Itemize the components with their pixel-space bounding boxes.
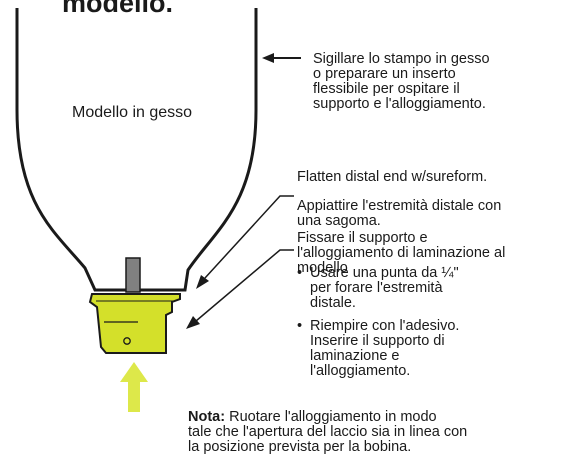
leader-arrowhead-distal <box>196 275 209 289</box>
arrow-left-icon <box>262 53 274 63</box>
diagram-title: modello. <box>62 0 174 18</box>
leader-line-distal <box>204 195 294 279</box>
note-body: Ruotare l'alloggiamento in modo tale che… <box>188 409 468 455</box>
fix-steps-list: Usare una punta da ¼" per forare l'estre… <box>296 266 459 387</box>
flatten-instruction-en: Flatten distal end w/sureform. <box>297 169 488 185</box>
note-text: Nota: Ruotare l'alloggiamento in modo ta… <box>188 410 467 455</box>
lamination-housing <box>88 293 181 354</box>
leader-line-housing <box>195 249 294 322</box>
flatten-instruction-it: Appiattire l'estremità distale con una s… <box>297 198 502 229</box>
seal-instructions: Sigillare lo stampo in gesso o preparare… <box>313 51 490 112</box>
note-label: Nota: <box>188 409 226 425</box>
arrow-up-icon <box>120 362 148 412</box>
plaster-mold-outline <box>15 8 258 292</box>
mold-label: Modello in gesso <box>72 104 193 121</box>
lamination-support-peg <box>125 257 141 293</box>
leader-arrowhead-housing <box>186 316 200 329</box>
lace-opening <box>123 337 131 345</box>
list-item: Riempire con l'adesivo. Inserire il supp… <box>297 319 459 379</box>
list-item: Usare una punta da ¼" per forare l'estre… <box>297 266 459 311</box>
